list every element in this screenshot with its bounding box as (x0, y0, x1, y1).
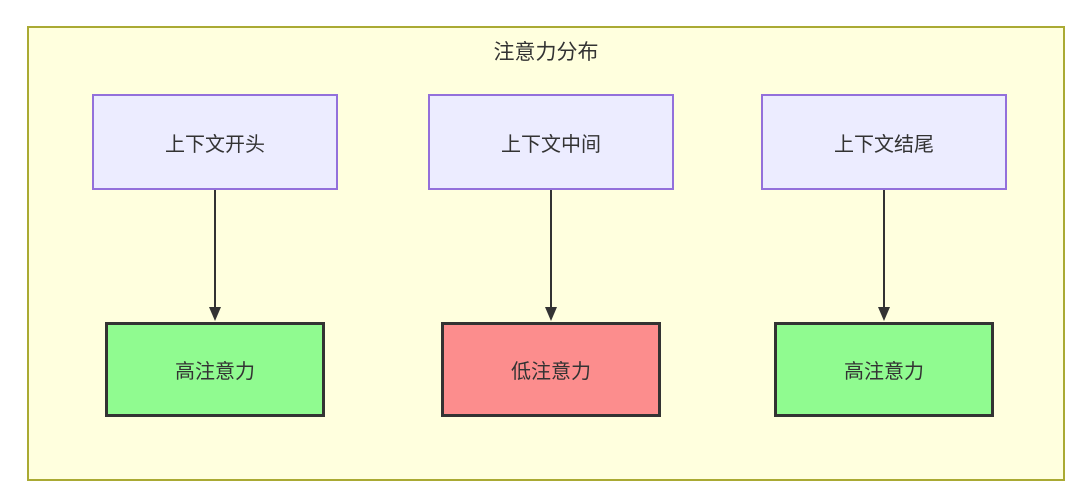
arrow-down-connector (878, 190, 890, 321)
source-node-label: 上下文结尾 (834, 133, 934, 156)
arrow-down-connector (545, 190, 557, 321)
source-node-context-middle: 上下文中间 (428, 94, 674, 190)
result-node-label: 高注意力 (175, 361, 255, 383)
result-node-high-attention: 高注意力 (774, 322, 994, 417)
result-node-low-attention: 低注意力 (441, 322, 661, 417)
source-node-context-beginning: 上下文开头 (92, 94, 338, 190)
source-node-context-end: 上下文结尾 (761, 94, 1007, 190)
result-node-high-attention: 高注意力 (105, 322, 325, 417)
result-node-label: 低注意力 (511, 361, 591, 383)
arrow-down-connector (209, 190, 221, 321)
diagram-container: 注意力分布 上下文开头 高注意力 上下文中间 低注意力 上下文结尾 (27, 26, 1065, 481)
source-node-label: 上下文中间 (501, 133, 601, 156)
source-node-label: 上下文开头 (165, 133, 265, 156)
diagram-title: 注意力分布 (493, 41, 599, 64)
result-node-label: 高注意力 (844, 361, 924, 383)
